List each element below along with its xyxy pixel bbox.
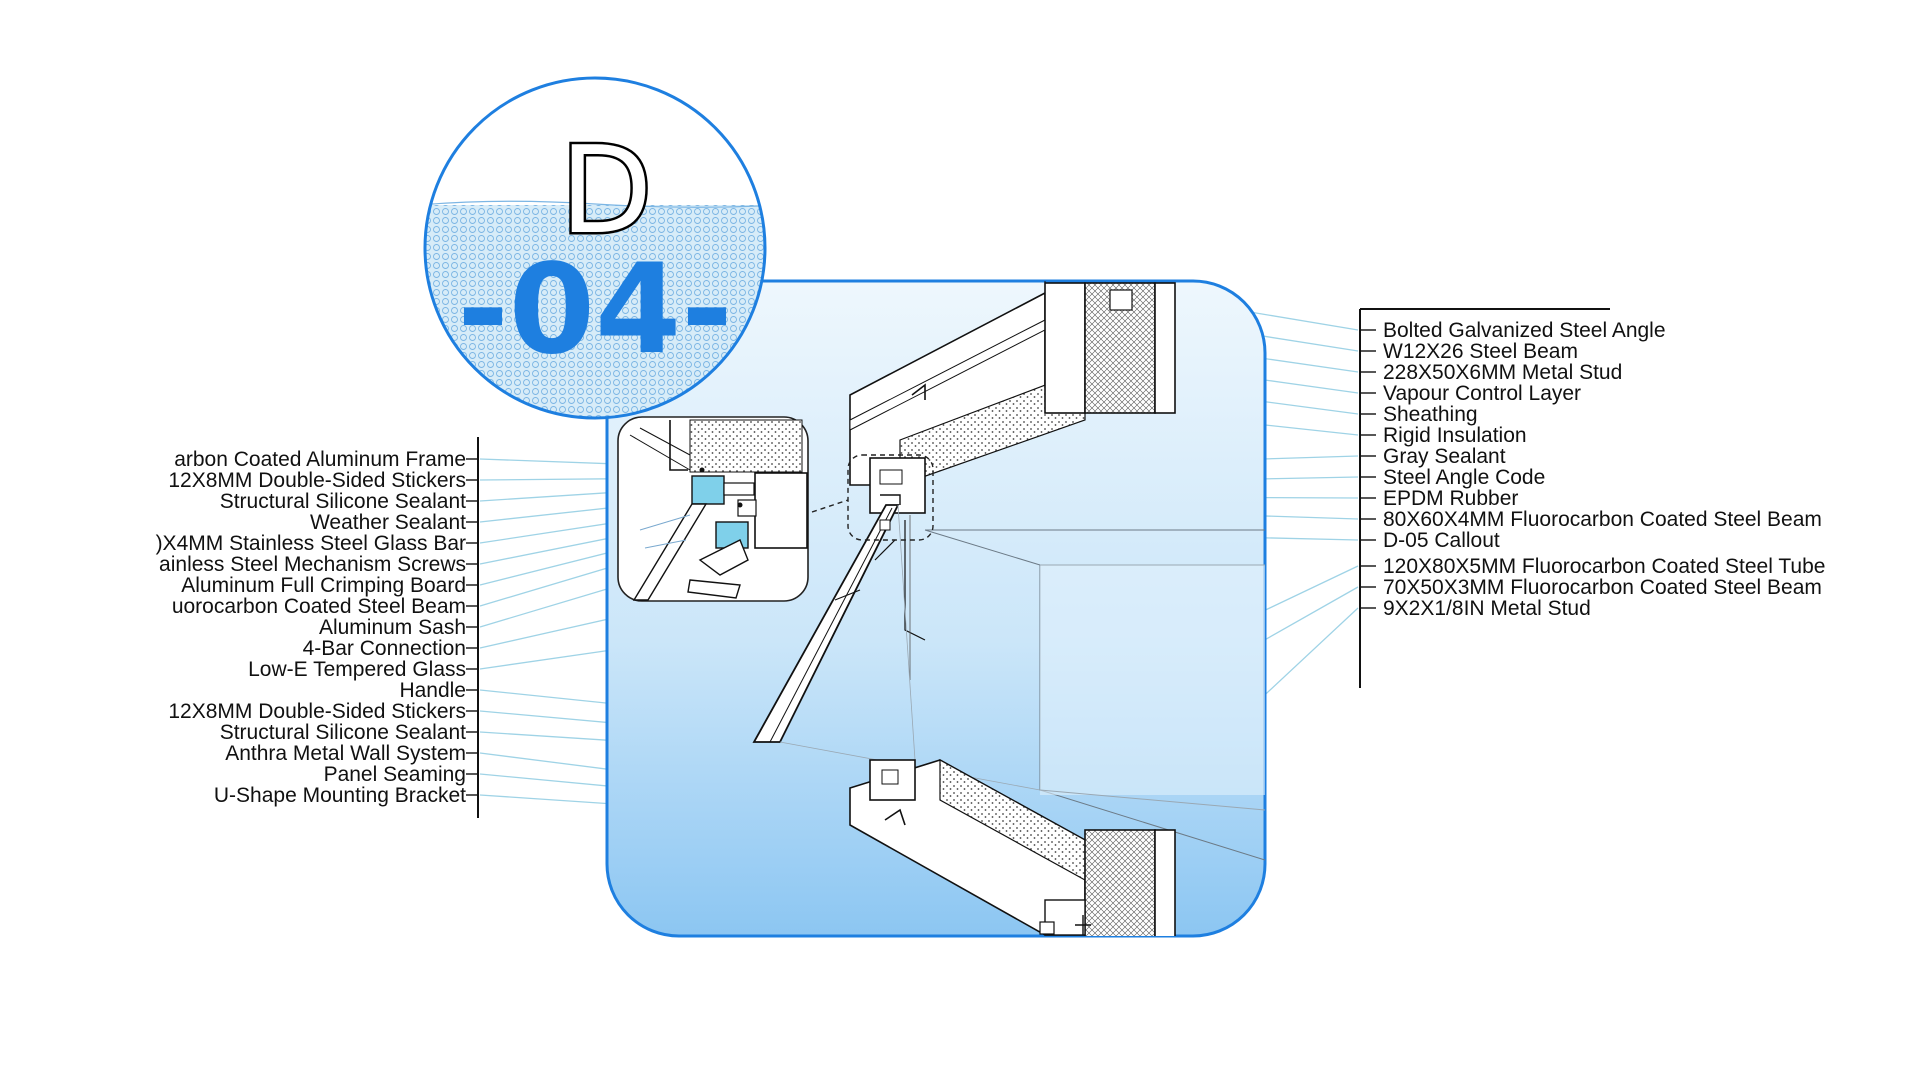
- right-label: 120X80X5MM Fluorocarbon Coated Steel Tub…: [1383, 555, 1825, 578]
- left-label: ainless Steel Mechanism Screws: [159, 553, 466, 576]
- left-label: 12X8MM Double-Sided Stickers: [168, 700, 466, 723]
- badge-number: -04-: [457, 238, 733, 382]
- left-label: uorocarbon Coated Steel Beam: [172, 595, 466, 618]
- right-label: Steel Angle Code: [1383, 466, 1545, 489]
- left-label: Structural Silicone Sealant: [220, 490, 466, 513]
- left-label: )X4MM Stainless Steel Glass Bar: [156, 532, 466, 555]
- right-label: Gray Sealant: [1383, 445, 1506, 468]
- right-label: 9X2X1/8IN Metal Stud: [1383, 597, 1591, 620]
- right-label: 80X60X4MM Fluorocarbon Coated Steel Beam: [1383, 508, 1822, 531]
- left-label: Low-E Tempered Glass: [248, 658, 466, 681]
- callout-box: [847, 454, 934, 541]
- left-label: Anthra Metal Wall System: [225, 742, 466, 765]
- badge-letter: D: [560, 122, 652, 261]
- detail-badge: D -04-: [423, 76, 767, 420]
- left-label: Weather Sealant: [310, 511, 466, 534]
- right-label: 70X50X3MM Fluorocarbon Coated Steel Beam: [1383, 576, 1822, 599]
- top-spandrel: [849, 281, 1176, 486]
- right-label: 228X50X6MM Metal Stud: [1383, 361, 1622, 384]
- left-label: Panel Seaming: [324, 763, 466, 786]
- right-label: EPDM Rubber: [1383, 487, 1518, 510]
- right-label: D-05 Callout: [1383, 529, 1500, 552]
- left-label: arbon Coated Aluminum Frame: [174, 448, 466, 471]
- inset-detail: [617, 416, 809, 602]
- interior-perspective: [924, 529, 1265, 861]
- left-label: Structural Silicone Sealant: [220, 721, 466, 744]
- left-label: Handle: [399, 679, 466, 702]
- left-label: Aluminum Sash: [319, 616, 466, 639]
- right-label: Sheathing: [1383, 403, 1478, 426]
- bottom-spandrel: [849, 758, 1176, 936]
- right-label: Bolted Galvanized Steel Angle: [1383, 319, 1666, 342]
- right-label: Rigid Insulation: [1383, 424, 1527, 447]
- left-label: 12X8MM Double-Sided Stickers: [168, 469, 466, 492]
- left-label: U-Shape Mounting Bracket: [214, 784, 466, 807]
- left-label: Aluminum Full Crimping Board: [181, 574, 466, 597]
- right-label: W12X26 Steel Beam: [1383, 340, 1578, 363]
- left-label: 4-Bar Connection: [303, 637, 466, 660]
- window-sash: [752, 457, 1041, 791]
- right-label: Vapour Control Layer: [1383, 382, 1581, 405]
